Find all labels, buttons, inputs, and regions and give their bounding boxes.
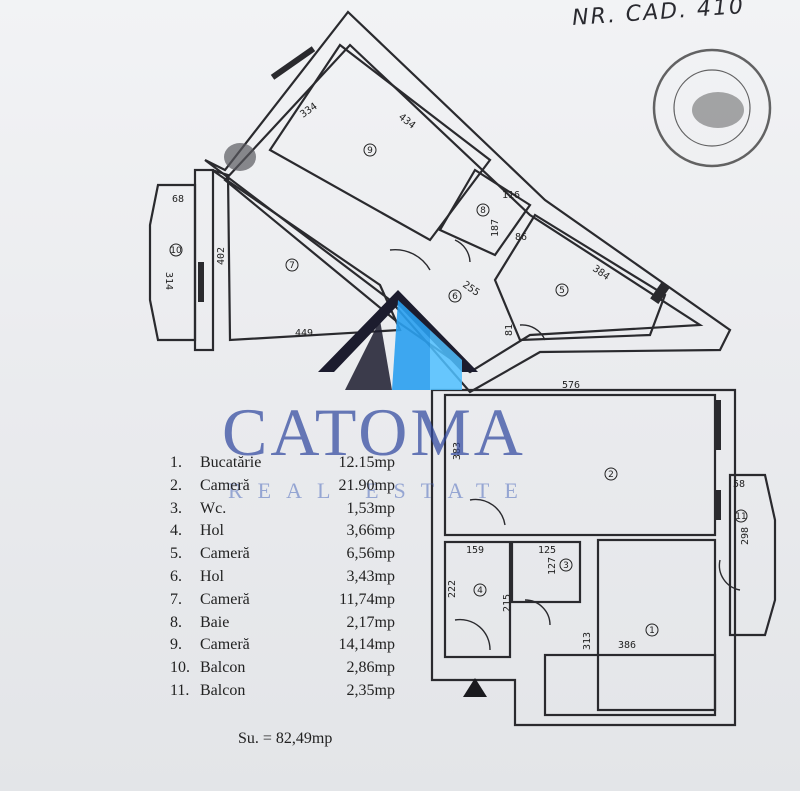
room-marker-7: 7 (289, 261, 295, 271)
room-5-outline (493, 213, 667, 342)
room-marker-2: 2 (608, 470, 614, 480)
catoma-logo (318, 290, 478, 390)
balcony-10-outline (148, 183, 197, 342)
room-marker-6: 6 (452, 292, 458, 302)
dimension-label: 127 (547, 557, 558, 575)
dimension-label: 125 (538, 545, 556, 556)
dimension-label: 215 (502, 594, 513, 612)
dimension-label: 187 (490, 219, 501, 237)
room-marker-10: 10 (170, 246, 182, 256)
dimension-label: 386 (618, 640, 636, 651)
legend-row: 3.Wc.1,53mp (170, 499, 395, 517)
watermark-tagline: REAL ESTATE (228, 478, 533, 503)
room-3-outline (510, 540, 582, 604)
room-marker-3: 3 (563, 561, 569, 571)
dimension-label: 576 (562, 380, 580, 391)
dimension-label: 298 (740, 527, 751, 545)
north-arrow-icon (463, 678, 487, 697)
dimension-label: 58 (733, 479, 745, 490)
balcony-11-outline (728, 473, 777, 637)
dimension-label: 159 (466, 545, 484, 556)
dimension-label: 314 (163, 272, 174, 290)
dimension-label: 255 (460, 279, 481, 298)
dimension-label: 81 (504, 324, 515, 336)
dimension-label: 402 (216, 247, 227, 265)
dimension-label: 383 (452, 442, 463, 460)
room-marker-11: 11 (735, 512, 746, 522)
room-4-outline (443, 540, 512, 659)
dimension-label: 222 (447, 580, 458, 598)
dimension-label: 449 (295, 328, 313, 339)
watermark-brand: CATOMA (222, 394, 526, 470)
room-marker-4: 4 (477, 586, 483, 596)
room-9-outline (268, 43, 492, 242)
room-7-outline (211, 168, 402, 342)
dimension-label: 68 (172, 194, 184, 205)
plan-lower-niche (543, 653, 717, 717)
room-8-outline (438, 168, 532, 257)
room-marker-8: 8 (480, 206, 486, 216)
room-marker-9: 9 (367, 146, 373, 156)
plan-outer-wall-upper (204, 10, 732, 394)
plan-outer-wall-lower (430, 388, 737, 727)
dimension-label: 434 (396, 112, 417, 132)
plan-wall-left (193, 168, 215, 352)
room-marker-5: 5 (559, 286, 565, 296)
room-marker-1: 1 (649, 626, 655, 636)
room-2-outline (443, 393, 717, 537)
total-area: Su. = 82,49mp (238, 730, 333, 747)
dimension-label: 116 (502, 190, 520, 201)
dimension-label: 86 (515, 232, 527, 243)
room-1-outline (596, 538, 717, 712)
cadastre-stamp (652, 48, 772, 168)
ink-smudge (224, 143, 256, 171)
dimension-label: 313 (582, 632, 593, 650)
plan-inner-wall-upper (223, 43, 704, 374)
